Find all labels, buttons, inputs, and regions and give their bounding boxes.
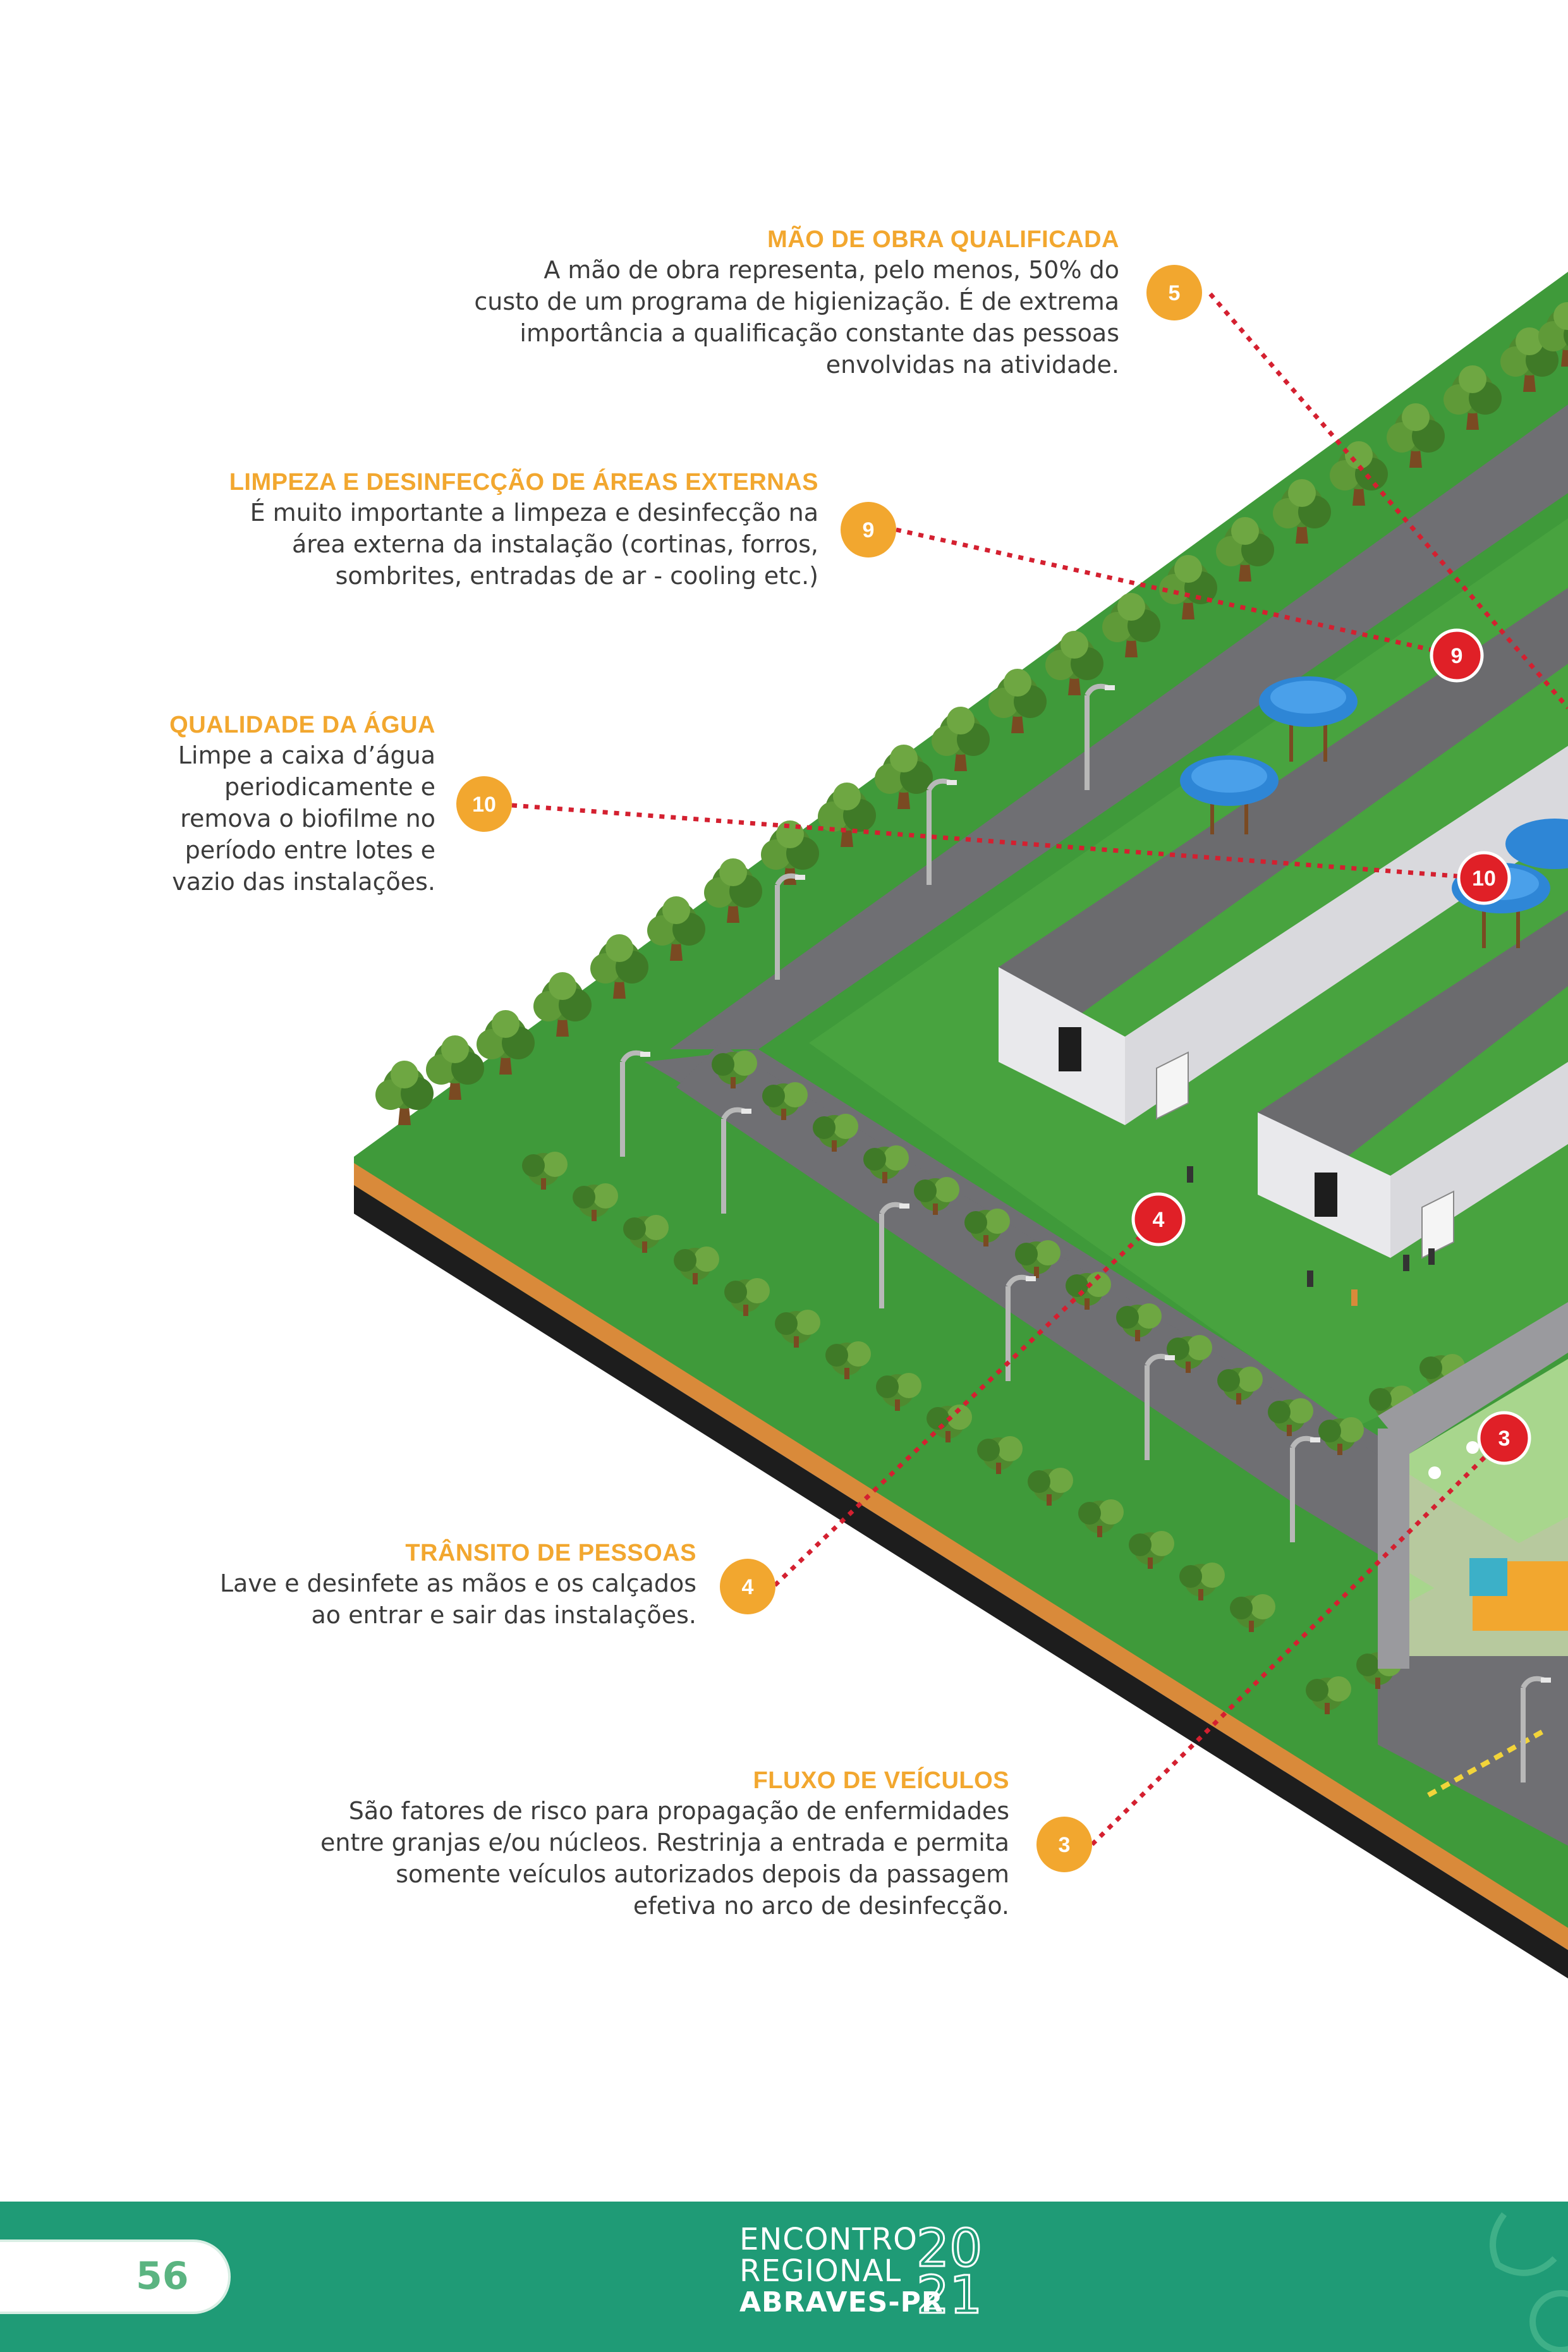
footer-bar xyxy=(0,2202,1568,2352)
badge-10: 10 xyxy=(456,776,512,832)
svg-text:4: 4 xyxy=(1153,1208,1165,1232)
svg-text:10: 10 xyxy=(1472,867,1496,891)
page-number: 56 xyxy=(136,2254,189,2298)
badge-5: 5 xyxy=(1146,265,1202,320)
callout-mao-de-obra: MÃO DE OBRA QUALIFICADA A mão de obra re… xyxy=(424,225,1119,381)
svg-text:10: 10 xyxy=(472,793,496,817)
badge-9: 9 xyxy=(841,502,896,558)
callout-limpeza: LIMPEZA E DESINFECÇÃO DE ÁREAS EXTERNAS … xyxy=(123,468,818,592)
callout-title: LIMPEZA E DESINFECÇÃO DE ÁREAS EXTERNAS xyxy=(229,469,818,496)
logo-year-top: 20 xyxy=(915,2219,983,2279)
callout-title: TRÂNSITO DE PESSOAS xyxy=(405,1540,696,1566)
callout-body: Lave e desinfete as mãos e os calçados a… xyxy=(219,1569,696,1629)
callout-title: FLUXO DE VEÍCULOS xyxy=(753,1767,1009,1794)
callout-title: MÃO DE OBRA QUALIFICADA xyxy=(767,226,1119,253)
callout-veiculos: FLUXO DE VEÍCULOS São fatores de risco p… xyxy=(251,1766,1009,1922)
callout-body: É muito importante a limpeza e desinfecç… xyxy=(250,499,818,590)
callout-body: São fatores de risco para propagação de … xyxy=(320,1797,1009,1920)
footer-decoration xyxy=(1490,2212,1568,2352)
marker-9: 9 xyxy=(1430,628,1484,683)
marker-10: 10 xyxy=(1457,851,1511,905)
logo-line-2: REGIONAL xyxy=(739,2253,902,2289)
badge-4: 4 xyxy=(720,1559,775,1614)
badge-3: 3 xyxy=(1036,1817,1092,1872)
marker-4: 4 xyxy=(1131,1192,1186,1246)
logo-line-1: ENCONTRO xyxy=(739,2222,918,2257)
leader-lines xyxy=(511,292,1568,1846)
svg-text:9: 9 xyxy=(1451,644,1463,668)
callout-body: Limpe a caixa d’água periodicamente e re… xyxy=(172,741,435,896)
callout-body: A mão de obra representa, pelo menos, 50… xyxy=(474,256,1119,379)
logo-line-3: ABRAVES-PR xyxy=(739,2286,944,2318)
callout-title: QUALIDADE DA ÁGUA xyxy=(169,712,435,738)
barn-1 xyxy=(999,588,1568,1125)
svg-text:3: 3 xyxy=(1498,1427,1510,1451)
callout-agua: QUALIDADE DA ÁGUA Limpe a caixa d’água p… xyxy=(56,710,435,898)
callout-pessoas: TRÂNSITO DE PESSOAS Lave e desinfete as … xyxy=(64,1539,696,1631)
page-number-pill xyxy=(0,2239,231,2314)
svg-text:5: 5 xyxy=(1169,281,1181,305)
barn-2 xyxy=(1258,910,1568,1259)
svg-text:4: 4 xyxy=(742,1575,754,1599)
svg-text:9: 9 xyxy=(863,518,875,542)
event-logo: ENCONTRO REGIONAL ABRAVES-PR 20 21 xyxy=(739,2222,983,2322)
road xyxy=(645,405,1568,1846)
marker-3: 3 xyxy=(1477,1411,1531,1465)
svg-text:3: 3 xyxy=(1059,1833,1071,1857)
people xyxy=(1187,1166,1435,1306)
logo-year-bottom: 21 xyxy=(915,2265,983,2325)
